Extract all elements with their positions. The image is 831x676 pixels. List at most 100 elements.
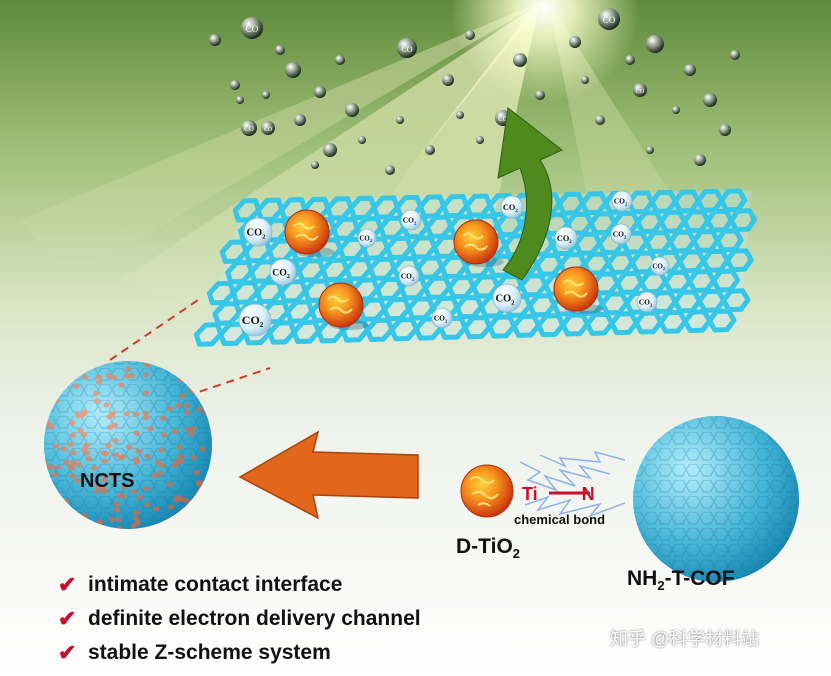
droplet	[646, 35, 664, 53]
droplet	[595, 115, 605, 125]
svg-text:CO: CO	[246, 24, 259, 34]
svg-text:CO2: CO2	[246, 228, 265, 241]
droplet	[236, 96, 244, 104]
co2-bubble: CO2	[431, 307, 453, 329]
droplet	[442, 74, 454, 86]
feature-list: ✔intimate contact interface ✔definite el…	[58, 568, 421, 670]
co-bubble: CO	[261, 121, 275, 135]
droplet	[294, 114, 306, 126]
droplet	[694, 154, 706, 166]
co-bubble: CO	[241, 120, 257, 136]
chemical-bond-label: chemical bond	[514, 512, 606, 527]
feature-item: ✔ stable Z-scheme system	[58, 636, 421, 670]
droplet	[476, 136, 484, 144]
orange-left-arrow	[238, 430, 419, 520]
svg-text:CO: CO	[244, 125, 254, 133]
co2-bubble: CO2	[554, 226, 578, 250]
d-tio2-label: D-TiO2	[456, 535, 520, 561]
droplet	[684, 64, 696, 76]
checkmark-icon: ✔	[58, 640, 77, 665]
svg-text:CO2: CO2	[503, 203, 518, 214]
droplet	[285, 62, 301, 78]
co-bubble: CO	[598, 8, 620, 30]
cof-text-b: -T-COF	[664, 567, 735, 590]
droplet	[311, 161, 319, 169]
feature-text: stable Z-scheme system	[88, 641, 331, 664]
svg-text:CO2: CO2	[403, 216, 417, 226]
product-droplets	[209, 30, 740, 175]
svg-text:CO2: CO2	[401, 272, 415, 282]
svg-text:CO: CO	[264, 127, 273, 133]
cof-text-a: NH	[627, 567, 658, 590]
n-text: N	[581, 484, 595, 504]
d-tio2-particle	[460, 464, 514, 518]
co-molecules: CO CO CO CO CO CO CO	[241, 8, 647, 136]
droplet	[345, 103, 359, 117]
droplet	[581, 76, 589, 84]
droplet	[230, 80, 240, 90]
watermark: 知乎 @科学材料站	[610, 629, 760, 649]
droplet	[465, 30, 475, 40]
feature-item: ✔ intimate contact interface	[58, 568, 421, 602]
svg-text:CO2: CO2	[614, 197, 628, 207]
droplet	[535, 90, 545, 100]
tio2-particle	[453, 219, 504, 267]
droplet	[730, 50, 740, 60]
tio2-particles-on-sheet	[284, 209, 604, 330]
co2-bubble: CO2	[611, 190, 633, 212]
chemical-bond-spark	[519, 450, 626, 518]
co2-bubble: CO2	[500, 195, 524, 219]
co2-bubble: CO2	[492, 283, 522, 313]
co2-bubble: CO2	[269, 258, 297, 286]
droplet	[625, 55, 635, 65]
svg-text:CO2: CO2	[359, 234, 372, 243]
co2-bubble: CO2	[400, 209, 422, 231]
droplet	[314, 86, 326, 98]
droplet	[672, 106, 680, 114]
svg-text:CO2: CO2	[242, 313, 264, 329]
co2-bubble: CO2	[610, 223, 632, 245]
tio2-particle	[553, 266, 604, 314]
framework-ring	[707, 308, 737, 333]
svg-text:CO2: CO2	[652, 262, 665, 271]
svg-text:CO: CO	[636, 89, 645, 95]
svg-text:CO: CO	[498, 115, 508, 123]
nh2-t-cof-sphere	[633, 416, 799, 582]
svg-text:CO2: CO2	[557, 234, 572, 245]
droplet	[275, 45, 285, 55]
tio2-particle	[284, 209, 335, 257]
svg-text:CO2: CO2	[639, 298, 653, 308]
droplet	[323, 143, 337, 157]
ti-text: Ti	[522, 484, 538, 504]
co-bubble: CO	[241, 17, 263, 39]
tio2-particle	[318, 282, 369, 330]
droplet	[209, 34, 221, 46]
co-bubble: CO	[633, 83, 647, 97]
feature-text: intimate contact interface	[88, 573, 343, 596]
droplet	[396, 116, 404, 124]
droplet	[385, 165, 395, 175]
droplet	[262, 91, 270, 99]
green-up-arrow	[497, 107, 563, 281]
co2-bubble: CO2	[238, 303, 272, 337]
svg-text:CO: CO	[603, 15, 616, 25]
droplet	[703, 93, 717, 107]
ti-n-label: Ti N	[522, 484, 595, 505]
droplet	[335, 55, 345, 65]
co2-bubble: CO2	[357, 228, 377, 248]
d-tio2-text: D-TiO	[456, 535, 513, 558]
svg-text:CO2: CO2	[434, 314, 448, 324]
svg-text:CO2: CO2	[613, 230, 627, 240]
co2-bubble: CO2	[243, 217, 273, 247]
checkmark-icon: ✔	[58, 606, 77, 631]
droplet	[456, 111, 464, 119]
ncts-label: NCTS	[80, 470, 135, 492]
droplet	[719, 124, 731, 136]
svg-text:CO: CO	[401, 45, 412, 54]
d-tio2-subscript: 2	[512, 546, 521, 562]
checkmark-icon: ✔	[58, 572, 77, 597]
svg-text:CO2: CO2	[272, 267, 290, 279]
ncts-sphere	[44, 361, 212, 529]
